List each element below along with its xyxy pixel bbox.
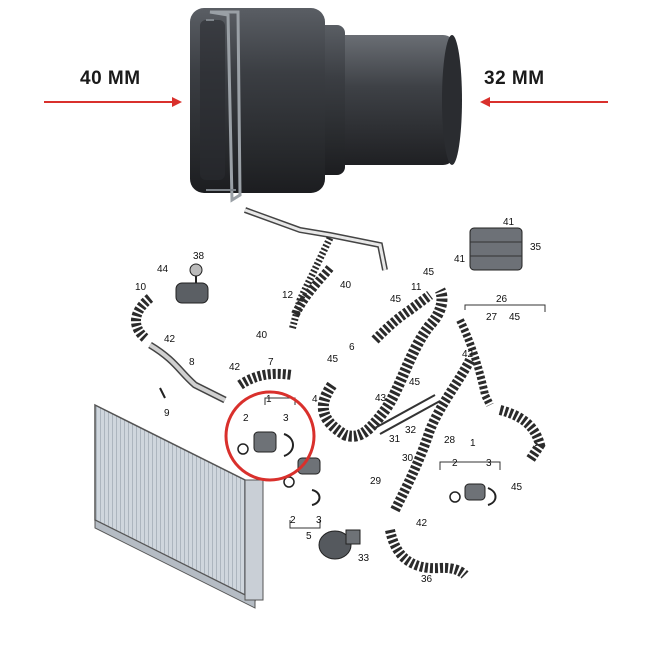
callout-3-b: 3 (316, 515, 322, 526)
callout-11: 11 (411, 282, 422, 293)
callout-32: 32 (405, 425, 417, 436)
outlet-diameter-label: 32 MM (484, 68, 545, 89)
callout-45-e: 45 (509, 312, 521, 323)
callout-3: 3 (283, 413, 289, 424)
pump-33 (318, 529, 361, 560)
callout-labels: 1 2 3 4 5 6 7 8 9 10 11 12 27 26 28 29 3… (135, 217, 542, 585)
highlight-circle (224, 390, 316, 482)
callout-43: 43 (375, 393, 387, 404)
callout-42-c: 42 (462, 349, 474, 360)
callout-29: 29 (370, 476, 382, 487)
callout-4: 4 (312, 394, 318, 405)
outlet-pipe (330, 35, 455, 165)
callout-27: 27 (486, 312, 498, 323)
outlet-arrow (480, 97, 608, 107)
outlet-pipe-end (442, 35, 462, 165)
callout-28: 28 (444, 435, 456, 446)
callout-30: 30 (402, 453, 414, 464)
callout-8: 8 (189, 357, 195, 368)
callout-3-c: 3 (486, 458, 492, 469)
inlet-arrow (44, 97, 182, 107)
callout-44: 44 (157, 264, 169, 275)
callout-33: 33 (358, 553, 370, 564)
callout-40-b: 40 (256, 330, 268, 341)
callout-12: 12 (282, 290, 294, 301)
callout-31: 31 (389, 434, 401, 445)
callout-9: 9 (164, 408, 170, 419)
flange-1-right (449, 483, 497, 506)
callout-42-d: 42 (416, 518, 428, 529)
callout-36: 36 (421, 574, 433, 585)
exploded-diagram (94, 207, 546, 609)
callout-42-a: 42 (164, 334, 176, 345)
callout-2-c: 2 (452, 458, 458, 469)
callout-6: 6 (349, 342, 355, 353)
callout-41-b: 41 (454, 254, 466, 265)
inlet-diameter-label: 40 MM (80, 68, 141, 89)
callout-1-c: 1 (470, 438, 476, 449)
callout-41-a: 41 (503, 217, 515, 228)
callout-10: 10 (135, 282, 147, 293)
callout-5: 5 (306, 531, 312, 542)
callout-45-c: 45 (327, 354, 339, 365)
radiator (94, 403, 264, 609)
callout-45-d: 45 (409, 377, 421, 388)
callout-26: 26 (496, 294, 508, 305)
callout-38: 38 (193, 251, 205, 262)
callout-7: 7 (268, 357, 274, 368)
callout-45-b: 45 (390, 294, 402, 305)
retaining-clip (209, 10, 242, 203)
callout-1: 1 (266, 394, 272, 405)
callout-42-b: 42 (229, 362, 241, 373)
callout-40-a: 40 (340, 280, 352, 291)
flange-1 (237, 431, 294, 457)
callout-2-b: 2 (290, 515, 296, 526)
callout-2: 2 (243, 413, 249, 424)
aux-pump-38 (175, 263, 209, 304)
oil-cooler-35 (469, 227, 523, 271)
callout-35: 35 (530, 242, 542, 253)
callout-45-f: 45 (511, 482, 523, 493)
callout-45-a: 45 (423, 267, 435, 278)
connector-photo (190, 8, 462, 203)
